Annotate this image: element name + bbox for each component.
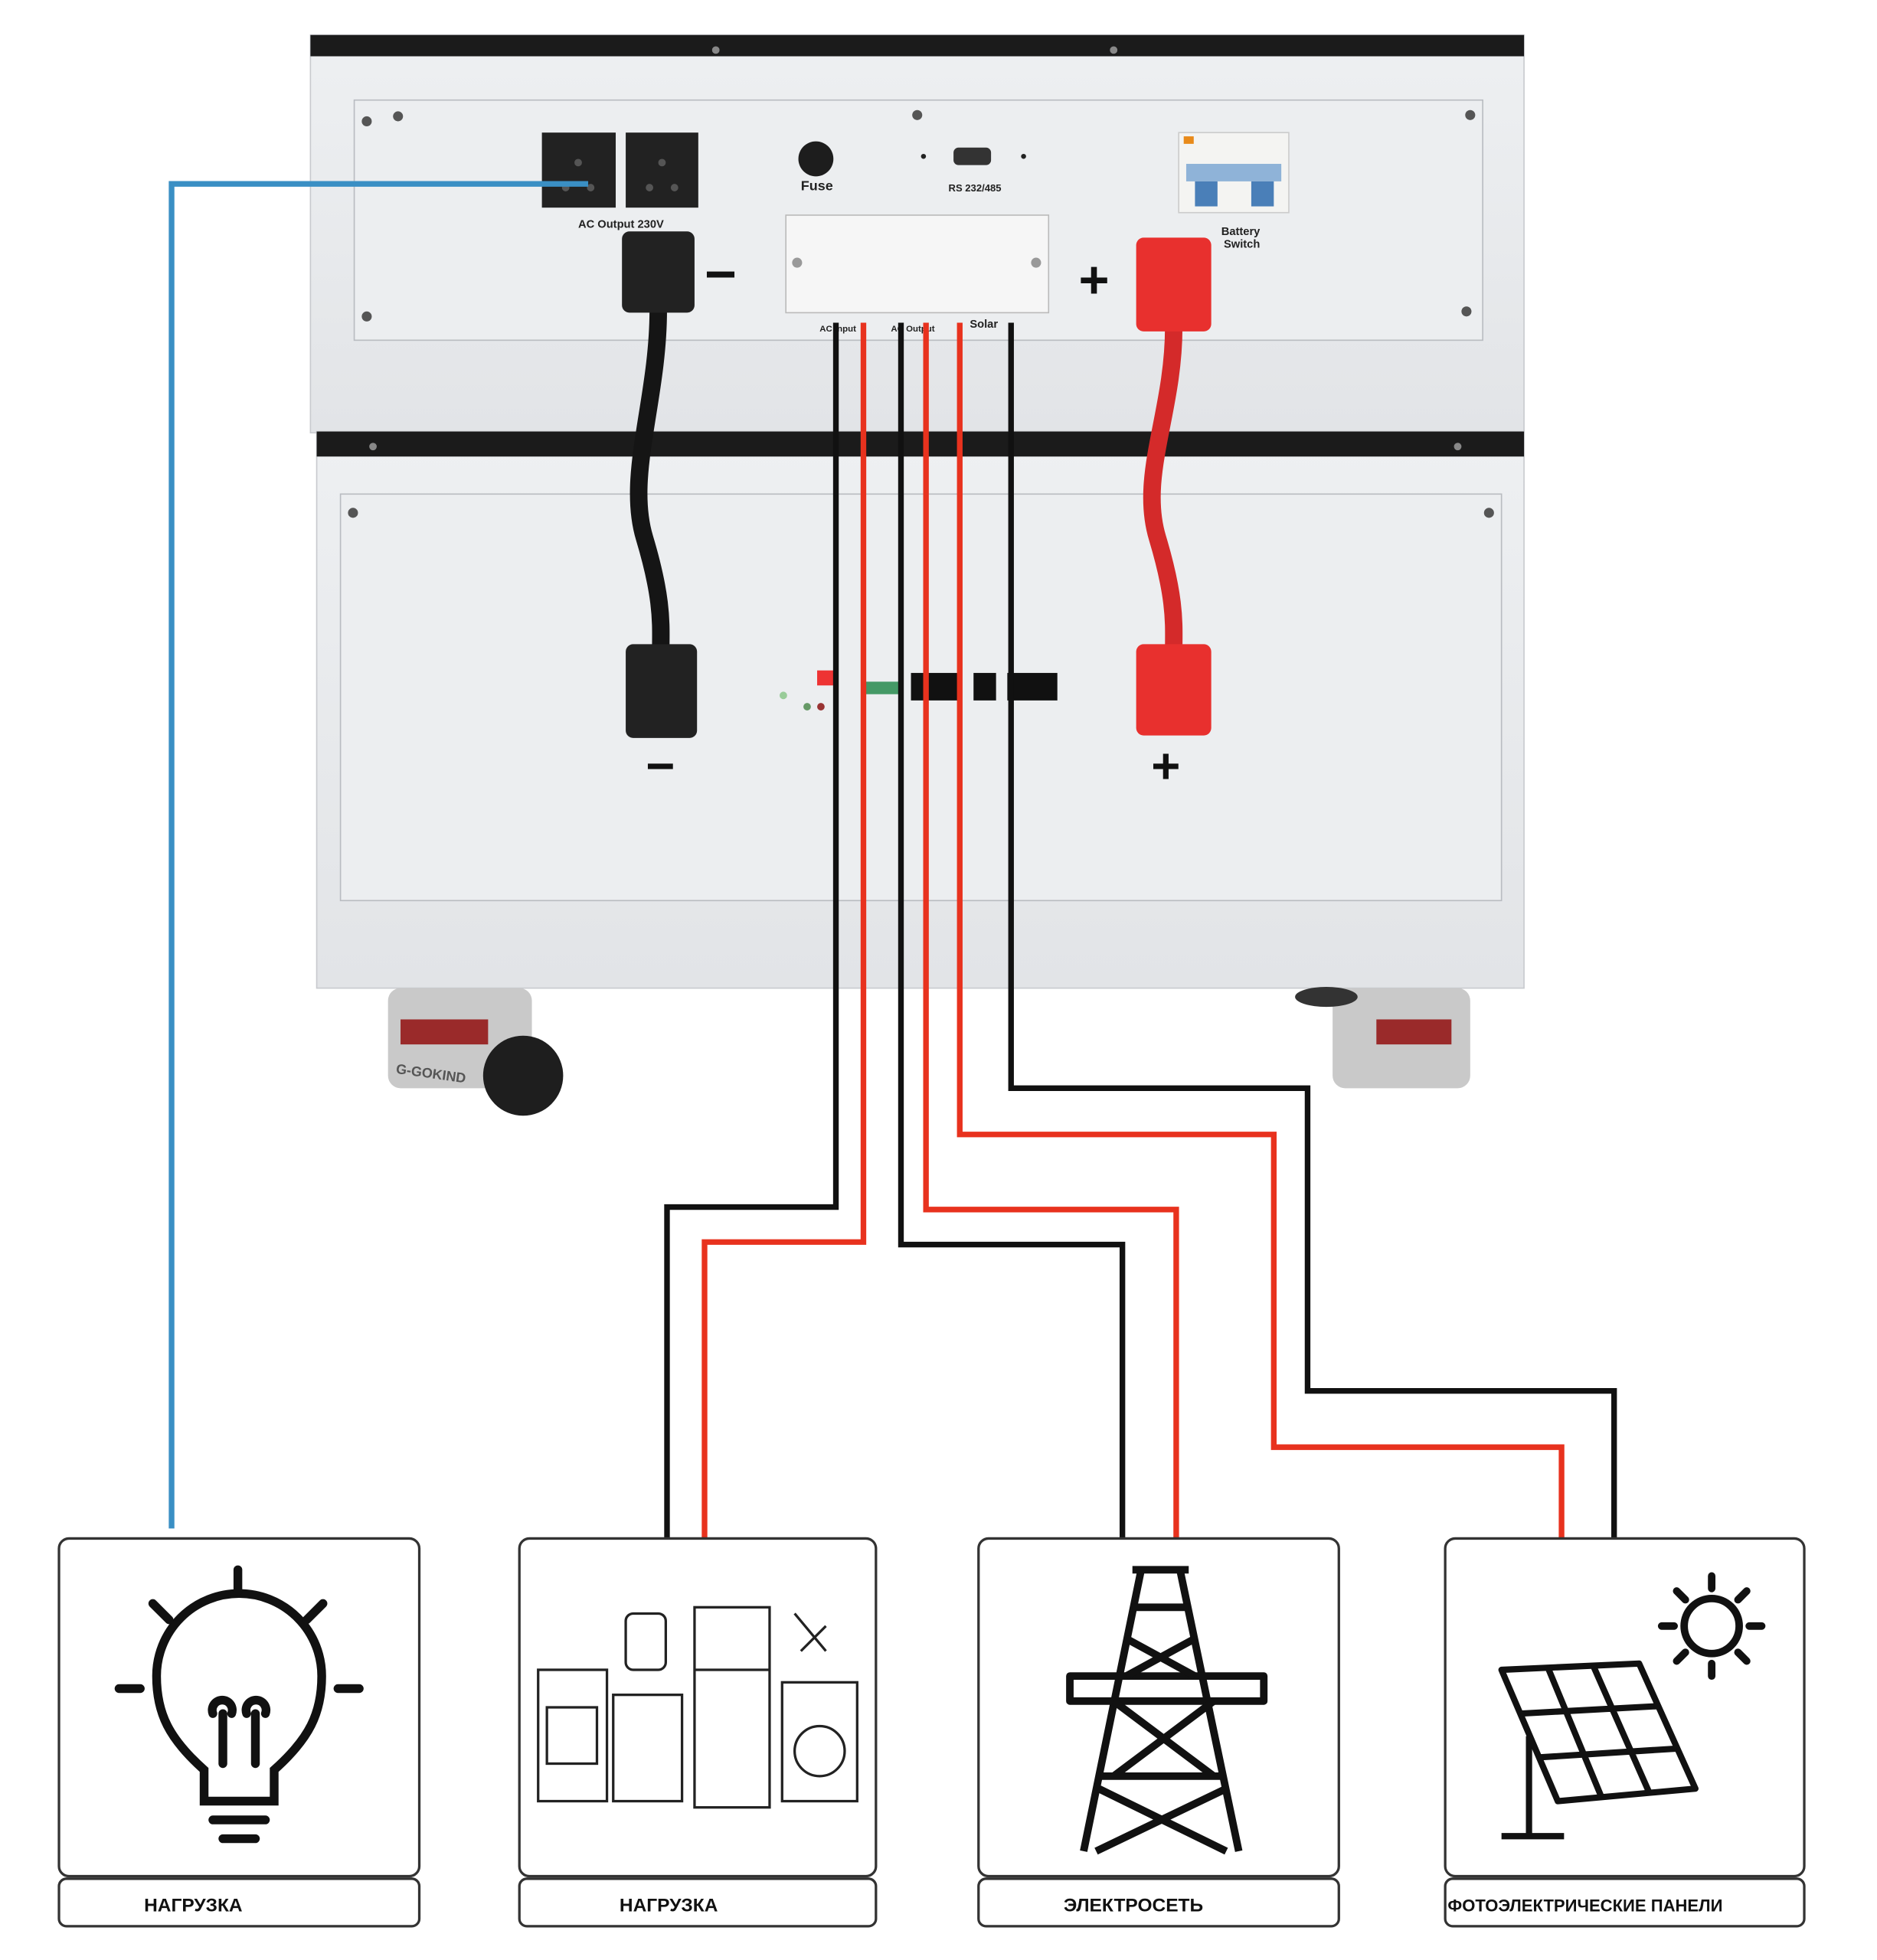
caster-wheel-right <box>1295 986 1470 1089</box>
battery-switch-label: Battery Switch <box>1221 226 1264 250</box>
lower-top-bar <box>316 431 1525 457</box>
load-box-appliances: НАГРУЗКА <box>518 1537 878 1928</box>
black-wire-ac-input <box>898 322 1126 1539</box>
battery-switch[interactable] <box>1178 132 1290 214</box>
positive-battery-cable <box>1136 237 1212 736</box>
sun-icon <box>1657 1572 1766 1681</box>
load-box-lighting: НАГРУЗКА <box>57 1537 421 1928</box>
fuse-holder[interactable] <box>798 141 834 177</box>
black-wire-ac-output <box>664 322 839 1539</box>
positive-symbol-lower: + <box>1151 738 1180 794</box>
terminal-box <box>785 214 1050 314</box>
screws <box>348 46 1494 518</box>
red-wire-ac-input <box>923 322 1179 1539</box>
box-label: ЭЛЕКТРОСЕТЬ <box>1064 1895 1203 1916</box>
box-label: НАГРУЗКА <box>144 1895 243 1916</box>
positive-symbol: + <box>1078 250 1109 309</box>
lightbulb-icon <box>114 1565 364 1844</box>
red-wire-solar <box>956 322 1565 1539</box>
ac-output-sockets[interactable] <box>541 132 698 208</box>
appliances-icon <box>537 1606 858 1809</box>
solar-box: ФОТОЭЛЕКТРИЧЕСКИЕ ПАНЕЛИ <box>1444 1537 1806 1928</box>
box-label: НАГРУЗКА <box>620 1895 718 1916</box>
solar-panel-icon <box>1498 1660 1699 1840</box>
bms-control-panel <box>780 670 1058 710</box>
red-wire-ac-output <box>701 322 867 1539</box>
negative-battery-cable <box>622 231 698 738</box>
blue-wire-load <box>168 181 589 1529</box>
terminal-label-solar: Solar <box>970 318 998 331</box>
box-label: ФОТОЭЛЕКТРИЧЕСКИЕ ПАНЕЛИ <box>1447 1896 1722 1915</box>
negative-symbol-lower: − <box>646 738 675 794</box>
rs-port-label: RS 232/485 <box>949 182 1002 194</box>
black-wire-solar <box>1008 322 1617 1539</box>
wires <box>168 181 1617 1539</box>
grid-box: ЭЛЕКТРОСЕТЬ <box>977 1537 1340 1928</box>
battery-cabinet: AC Output 230V Fuse RS 232/485 Battery S… <box>309 34 1525 1116</box>
upper-top-bar <box>310 34 1525 57</box>
ac-output-label: AC Output 230V <box>578 218 664 230</box>
caster-wheel-left: G-GOKIND <box>387 988 564 1116</box>
rs-port[interactable] <box>921 147 1026 165</box>
fuse-label: Fuse <box>801 178 833 193</box>
power-tower-icon <box>1066 1566 1268 1855</box>
negative-symbol: − <box>705 243 737 305</box>
